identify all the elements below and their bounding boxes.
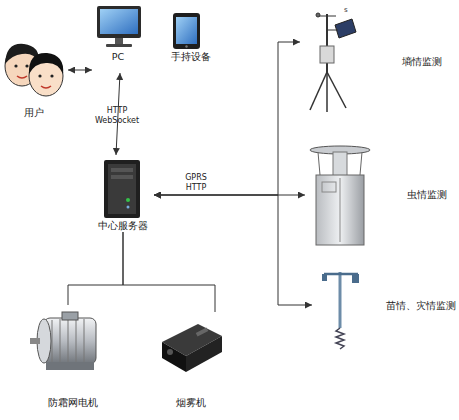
connector-line	[154, 195, 305, 196]
crop-disaster-monitor: 苗情、灾情监测	[312, 260, 458, 352]
pc-monitor	[97, 6, 141, 47]
connector-line	[154, 42, 300, 195]
connector-line	[116, 73, 120, 155]
protocol-label: GPRS HTTP	[179, 173, 213, 193]
user-icon: 用户	[0, 35, 68, 119]
node-label: 烟雾机	[176, 397, 206, 409]
soil-monitor: 墒情监测	[300, 10, 448, 114]
pc-terminal: PC	[92, 3, 144, 73]
connector-line	[68, 232, 123, 305]
pest-monitor-cabinet	[310, 146, 370, 245]
connector-line	[123, 232, 215, 312]
frost-net-motor	[30, 312, 96, 370]
users-icon	[5, 44, 63, 96]
central-server: 中心服务器	[92, 155, 154, 232]
node-label: 用户	[24, 107, 44, 119]
motor-device: 防霜网电机	[28, 305, 118, 411]
pest-monitor: 虫情监测	[305, 140, 453, 250]
node-label: 苗情、灾情监测	[386, 300, 456, 312]
handheld-terminal: 手持设备	[163, 8, 219, 64]
node-label: 中心服务器	[98, 220, 148, 232]
connector-line	[154, 195, 312, 305]
node-label: 手持设备	[171, 51, 211, 63]
smoke-device: 烟雾机	[148, 312, 234, 411]
node-label: 防霜网电机	[48, 397, 98, 409]
connector-line	[68, 70, 92, 71]
node-label: PC	[112, 51, 124, 63]
soil-monitor-station: s	[310, 6, 356, 112]
node-label: 墒情监测	[402, 56, 442, 68]
smoke-machine	[162, 324, 222, 372]
svg-text:s: s	[344, 6, 348, 14]
server-tower	[104, 160, 140, 218]
tablet-device	[173, 13, 200, 49]
crop-camera-pole	[322, 272, 359, 349]
protocol-label: HTTP WebSocket	[93, 106, 141, 126]
node-label: 虫情监测	[407, 189, 447, 201]
